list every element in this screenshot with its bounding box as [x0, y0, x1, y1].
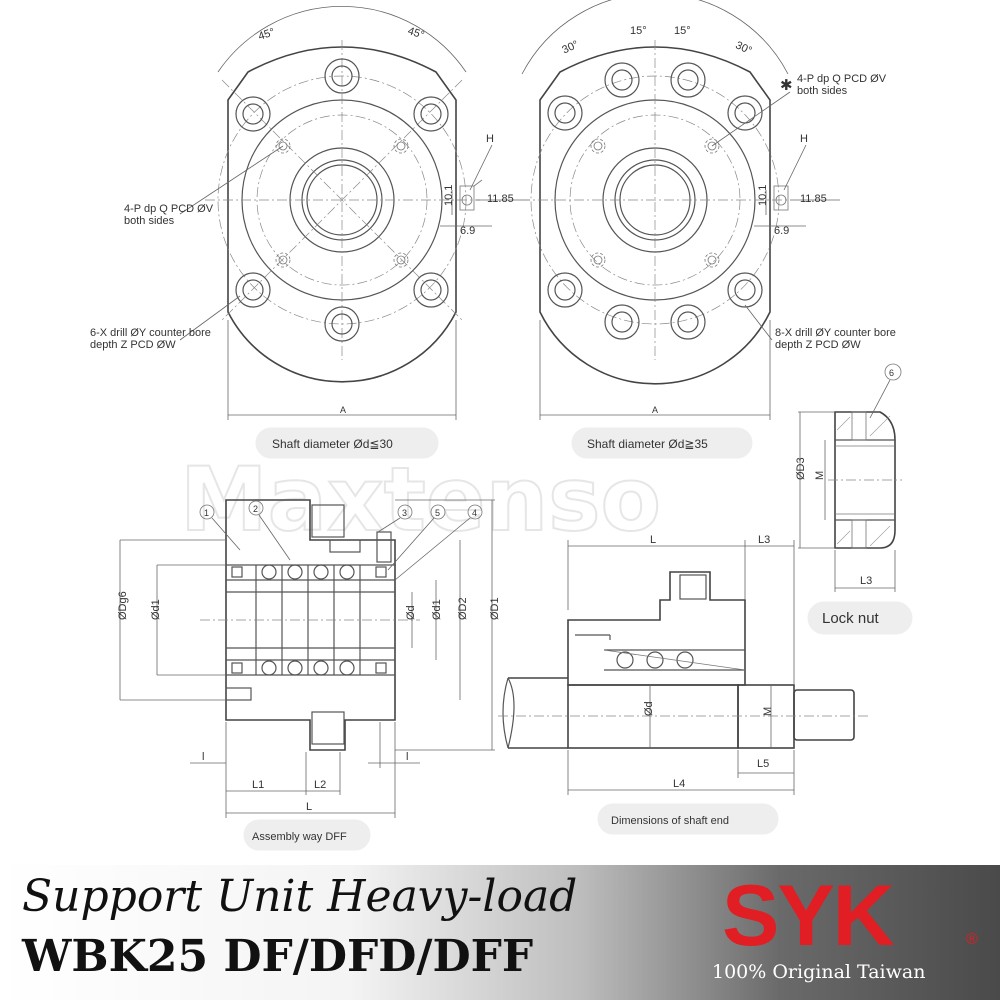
dim-dg6: ØDg6 — [117, 591, 129, 620]
tapped-hole — [704, 252, 720, 268]
callout-5: 5 — [435, 508, 440, 518]
bolt-hole — [324, 58, 360, 94]
callout-4: 4 — [472, 508, 477, 518]
dim-l: l — [202, 751, 204, 763]
label-h: H — [486, 133, 494, 145]
dim-d1: Ød1 — [150, 599, 162, 620]
dim-11-85: 11.85 — [487, 193, 514, 205]
dim-l3: L3 — [758, 534, 770, 546]
bolt-hole — [413, 96, 449, 132]
angle-label: 30° — [734, 39, 754, 57]
angle-label: 15° — [630, 25, 647, 37]
callout-1: 1 — [204, 508, 209, 518]
note-4p: 4-P dp Q PCD ØV — [124, 203, 214, 215]
dim-a: A — [652, 405, 658, 415]
left-flange-view: 45° 45° H 11.85 10.1 6.9 4-P dp Q PCD ØV… — [90, 6, 530, 459]
bolt-hole — [547, 272, 583, 308]
bolt-hole — [235, 272, 271, 308]
note-depth: depth Z PCD ØW — [775, 339, 861, 351]
bolt-hole — [670, 304, 706, 340]
label-h: H — [800, 133, 808, 145]
caption-assembly: Assembly way DFF — [252, 831, 347, 843]
dim-10-1: 10.1 — [443, 185, 455, 206]
tapped-hole — [275, 252, 291, 268]
lock-nut-view: 6 ØD3 M L3 Lock nut — [795, 363, 913, 635]
brand-logo: SYK — [722, 868, 895, 964]
dim-d2: ØD2 — [457, 597, 469, 620]
dim-10-1: 10.1 — [757, 185, 769, 206]
note-both-sides: both sides — [124, 215, 175, 227]
dim-l5: L5 — [757, 758, 769, 770]
product-banner: Support Unit Heavy-load WBK25 DF/DFD/DFF… — [0, 865, 1000, 1000]
callout-3: 3 — [402, 508, 407, 518]
tapped-hole — [275, 138, 291, 154]
dim-l-total: L — [306, 801, 312, 813]
right-flange-view: 30° 15° 15° 30° ✱ 4-P dp Q PCD ØV both s… — [520, 0, 896, 459]
shaft-end-view: L L3 Ød M L5 L4 Dimensions of shaft end — [498, 534, 870, 835]
bolt-hole — [324, 306, 360, 342]
caption-shaft-d30: Shaft diameter Ød≦30 — [272, 437, 393, 451]
technical-drawing: Maxtenso 45° 45° H 11. — [90, 0, 913, 851]
dim-l3: L3 — [860, 575, 872, 587]
bearing-balls — [261, 564, 355, 676]
registered-mark: ® — [966, 931, 978, 948]
dim-l4: L4 — [673, 778, 685, 790]
caption-shaft-d35: Shaft diameter Ød≧35 — [587, 437, 708, 451]
angle-label: 30° — [560, 39, 580, 57]
bolt-hole — [604, 62, 640, 98]
angle-label: 15° — [674, 25, 691, 37]
bolt-hole — [235, 96, 271, 132]
product-subtitle: Support Unit Heavy-load — [22, 871, 578, 922]
callout-2: 2 — [253, 504, 258, 514]
bolt-hole — [727, 95, 763, 131]
dim-6-9: 6.9 — [774, 225, 789, 237]
brand-tagline: 100% Original Taiwan — [712, 961, 926, 983]
dim-d3: ØD3 — [795, 457, 807, 480]
note-8x: 8-X drill ØY counter bore — [775, 327, 896, 339]
tapped-hole — [393, 138, 409, 154]
bolt-hole — [604, 304, 640, 340]
bolt-hole — [413, 272, 449, 308]
bolt-hole — [547, 95, 583, 131]
dim-m: M — [814, 471, 826, 480]
dim-d1-outer: ØD1 — [489, 597, 501, 620]
dim-l: l — [406, 751, 408, 763]
dim-l: L — [650, 534, 656, 546]
dim-d: Ød — [643, 701, 655, 716]
dim-m: M — [762, 707, 774, 716]
dim-6-9: 6.9 — [460, 225, 475, 237]
tapped-hole — [704, 138, 720, 154]
caption-lock-nut: Lock nut — [822, 610, 880, 627]
callout-6: 6 — [889, 368, 894, 378]
note-both-sides: both sides — [797, 85, 848, 97]
assembly-view: 1 2 3 5 4 ØDg6 Ød1 Ød Ød1 ØD2 ØD1 — [117, 499, 501, 851]
angle-label: 45° — [406, 25, 426, 42]
bolt-hole — [670, 62, 706, 98]
note-6x: 6-X drill ØY counter bore — [90, 327, 211, 339]
dim-d1: Ød1 — [431, 599, 443, 620]
dim-l1: L1 — [252, 779, 264, 791]
note-depth: depth Z PCD ØW — [90, 339, 176, 351]
dim-11-85: 11.85 — [800, 193, 827, 205]
product-title: WBK25 DF/DFD/DFF — [22, 931, 534, 982]
bearing-balls — [616, 651, 694, 669]
tapped-hole — [590, 138, 606, 154]
caption-shaft-end: Dimensions of shaft end — [611, 815, 729, 827]
angle-label: 45° — [257, 26, 277, 43]
dim-a: A — [340, 405, 346, 415]
bolt-hole — [727, 272, 763, 308]
note-4p: 4-P dp Q PCD ØV — [797, 73, 887, 85]
dim-d: Ød — [405, 605, 417, 620]
dim-l2: L2 — [314, 779, 326, 791]
tapped-hole — [590, 252, 606, 268]
asterisk-icon: ✱ — [780, 77, 793, 94]
tapped-hole — [393, 252, 409, 268]
